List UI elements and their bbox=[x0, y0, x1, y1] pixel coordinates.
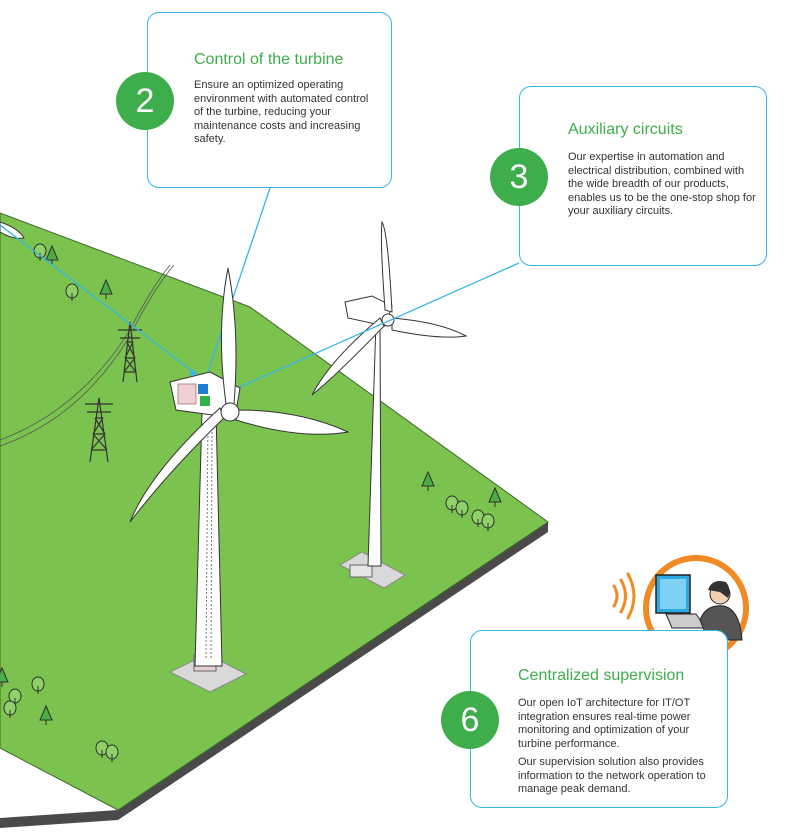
callout-centralized-supervision: Centralized supervision Our open IoT arc… bbox=[470, 630, 728, 808]
wind-turbine-icon bbox=[129, 267, 350, 693]
ground-plane bbox=[0, 212, 549, 811]
callout-paragraph: Our open IoT architecture for IT/OT inte… bbox=[518, 697, 691, 750]
step-number-badge: 6 bbox=[441, 691, 499, 749]
step-number-badge: 3 bbox=[490, 148, 548, 206]
callout-control-of-turbine: Control of the turbine Ensure an optimiz… bbox=[147, 12, 392, 188]
callout-body: Ensure an optimized operating environmen… bbox=[194, 79, 379, 152]
callout-title: Centralized supervision bbox=[518, 667, 685, 684]
callout-auxiliary-circuits: Auxiliary circuits Our expertise in auto… bbox=[519, 86, 767, 266]
callout-paragraph: Our expertise in automation and electric… bbox=[568, 151, 756, 217]
distant-blade bbox=[0, 221, 25, 239]
transmission-lines bbox=[0, 264, 175, 447]
step-number-badge: 2 bbox=[116, 72, 174, 130]
transmission-tower-icon bbox=[85, 321, 142, 463]
wireless-signal-icon bbox=[612, 572, 636, 620]
callout-body: Our open IoT architecture for IT/OT inte… bbox=[518, 697, 718, 802]
callout-body: Our expertise in automation and electric… bbox=[568, 151, 758, 224]
wind-turbine-icon bbox=[311, 220, 468, 589]
callout-title: Auxiliary circuits bbox=[568, 121, 683, 138]
callout-paragraph: Our supervision solution also provides i… bbox=[518, 756, 706, 795]
callout-paragraph: Ensure an optimized operating environmen… bbox=[194, 79, 369, 145]
callout-connectors bbox=[0, 187, 520, 399]
callout-title: Control of the turbine bbox=[194, 51, 344, 68]
